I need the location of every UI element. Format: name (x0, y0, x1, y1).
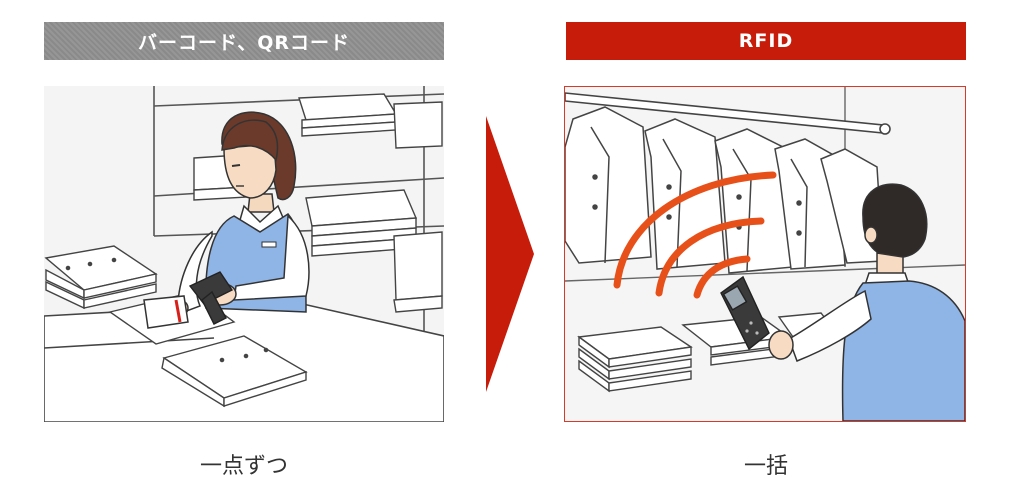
barcode-scene-illustration (44, 86, 444, 422)
bulk-caption: 一括 (743, 454, 788, 479)
one-by-one-caption: 一点ずつ (199, 454, 288, 479)
radio-wave-icon (613, 171, 777, 299)
barcode-qr-header: バーコード、QRコード (44, 22, 444, 60)
rfid-header-label: RFID (738, 30, 794, 52)
rfid-handheld-reader-icon (720, 275, 770, 351)
rfid-header: RFID (566, 22, 966, 60)
barcode-qr-header-label: バーコード、QRコード (137, 31, 351, 54)
barcode-scanner-icon (188, 271, 234, 325)
right-arrow-icon (486, 116, 534, 392)
rfid-scene-illustration (564, 86, 966, 422)
